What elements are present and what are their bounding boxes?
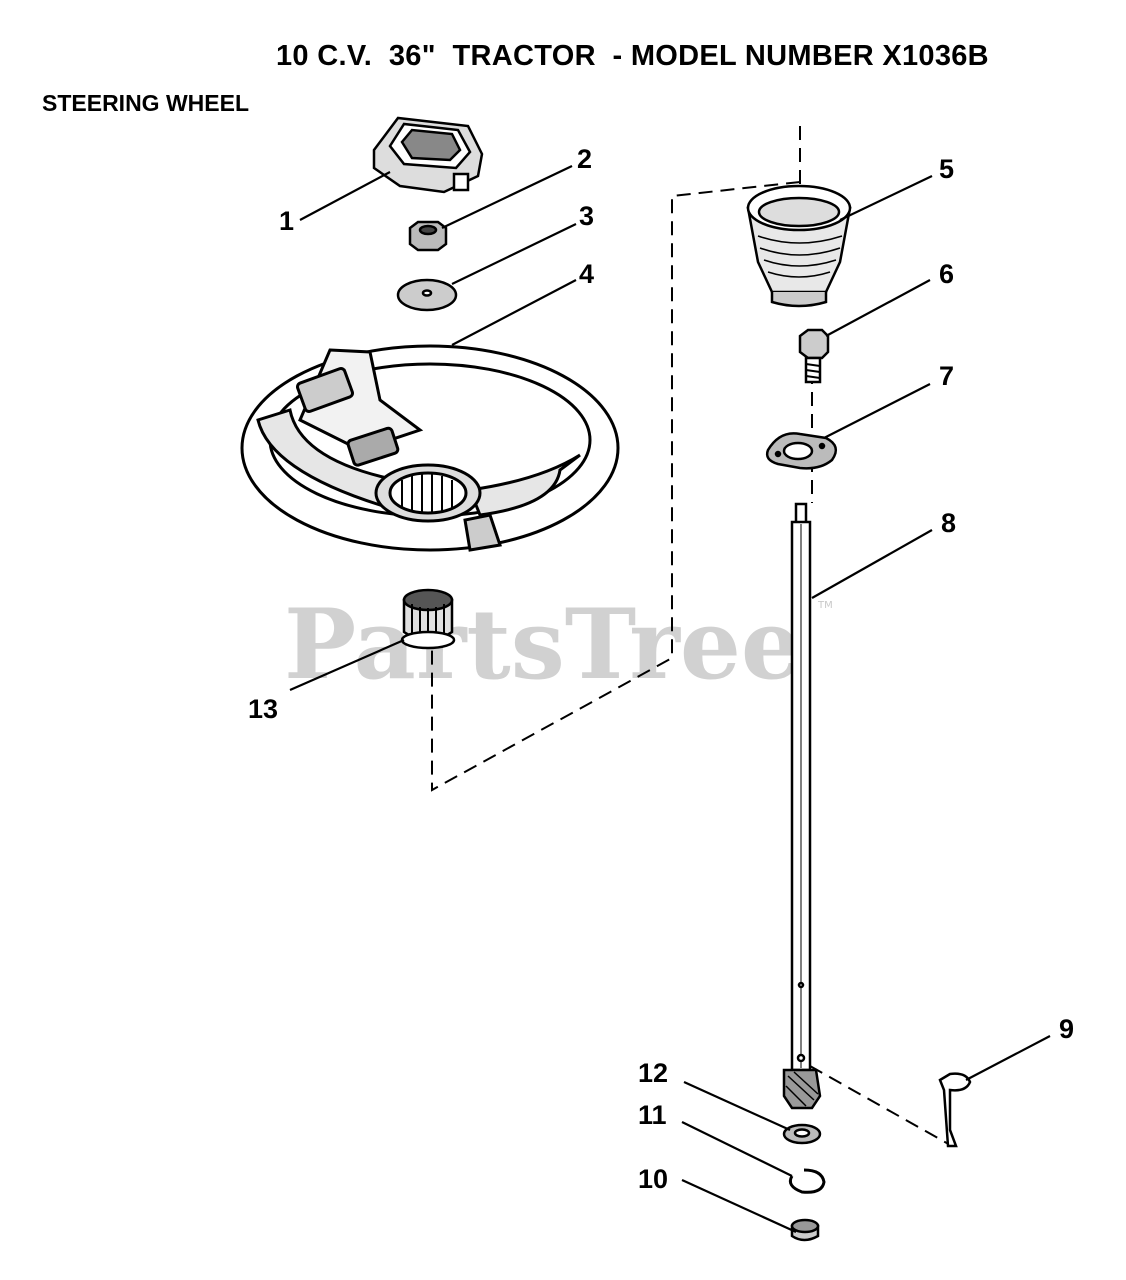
callout-10: 10 xyxy=(638,1164,668,1194)
callout-numbers: 1 2 3 4 5 6 7 8 9 10 11 12 13 xyxy=(248,144,1074,1194)
watermark-text: PartsTree xyxy=(284,588,802,701)
part-3-washer-icon[interactable] xyxy=(396,278,458,312)
part-10-bushing-icon[interactable] xyxy=(790,1218,820,1242)
callout-6: 6 xyxy=(939,259,954,289)
callout-9: 9 xyxy=(1059,1014,1074,1044)
callout-2: 2 xyxy=(577,144,592,174)
callout-3: 3 xyxy=(579,201,594,231)
callout-7: 7 xyxy=(939,361,954,391)
part-9-key-icon[interactable] xyxy=(938,1072,972,1148)
callout-13: 13 xyxy=(248,694,278,724)
callout-leader-lines xyxy=(289,165,1051,1234)
callout-5: 5 xyxy=(939,154,954,184)
callout-12: 12 xyxy=(638,1058,668,1088)
part-6-bolt-icon[interactable] xyxy=(798,328,830,384)
part-7-flange-icon[interactable] xyxy=(765,432,838,470)
part-2-nut-icon[interactable] xyxy=(408,220,448,252)
part-8-shaft-icon[interactable] xyxy=(782,502,822,1110)
section-title: STEERING WHEEL xyxy=(42,90,250,116)
part-4-steering-wheel-icon[interactable] xyxy=(240,344,620,552)
callout-1: 1 xyxy=(279,206,294,236)
diagram-title: 10 C.V. 36" TRACTOR - MODEL NUMBER X1036… xyxy=(276,40,989,72)
part-12-washer-icon[interactable] xyxy=(782,1123,822,1145)
callout-11: 11 xyxy=(638,1100,667,1130)
part-1-cap-icon[interactable] xyxy=(372,116,484,194)
part-5-boot-icon[interactable] xyxy=(746,184,852,308)
callout-4: 4 xyxy=(579,259,594,289)
part-13-adapter-hub-icon[interactable] xyxy=(400,588,456,650)
callout-8: 8 xyxy=(941,508,956,538)
part-11-ring-icon[interactable] xyxy=(788,1168,826,1194)
watermark-tm: TM xyxy=(817,600,833,611)
